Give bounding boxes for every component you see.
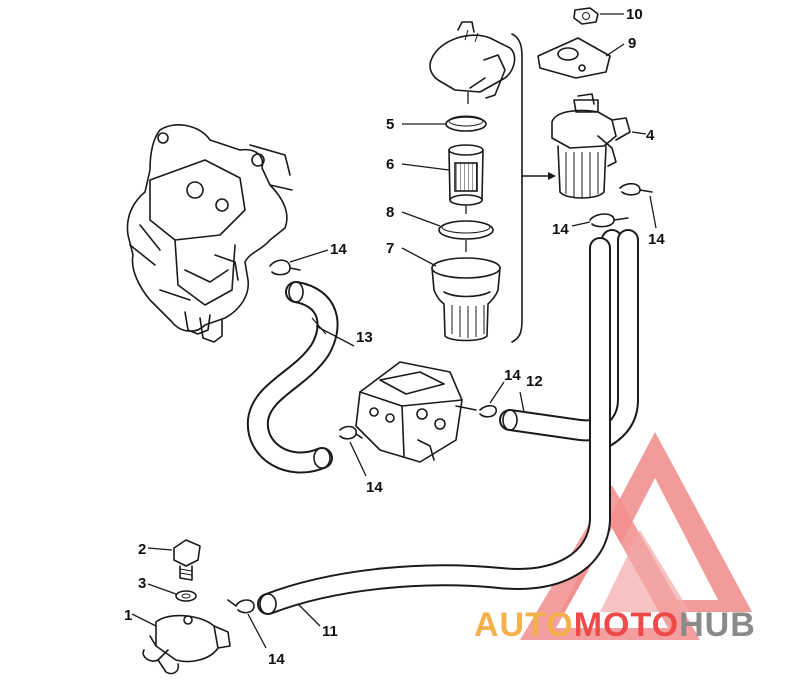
callout-5: 5	[386, 116, 394, 133]
callout-14-filter-right: 14	[648, 231, 665, 248]
watermark-auto: AUTO	[474, 606, 574, 644]
callout-9: 9	[628, 35, 636, 52]
fuel-pump	[339, 361, 525, 477]
callout-14-connector: 14	[268, 651, 285, 668]
callout-7: 7	[386, 240, 394, 257]
callout-12: 12	[526, 373, 543, 390]
callout-4: 4	[646, 127, 655, 144]
callout-2: 2	[138, 541, 146, 558]
callout-11: 11	[322, 623, 338, 640]
callout-14-filter-left: 14	[552, 221, 569, 238]
callout-13: 13	[356, 329, 373, 346]
fuel-connector-assembly	[131, 325, 355, 675]
callout-3: 3	[138, 575, 146, 592]
watermark-text: AUTOMOTOHUB	[474, 606, 756, 644]
callout-10: 10	[626, 6, 643, 23]
svg-text:AUTOMOTOHUB: AUTOMOTOHUB	[474, 606, 756, 644]
callout-14-pump-right: 14	[504, 367, 521, 384]
fuel-filter-exploded	[429, 21, 516, 342]
watermark-hub: HUB	[679, 606, 756, 644]
carburetor-assembly	[126, 124, 293, 343]
exploded-bracket	[511, 33, 556, 343]
callout-14-pump-left: 14	[366, 479, 383, 496]
hose-clamp-upper	[269, 249, 329, 335]
fuel-hoses	[246, 229, 639, 615]
fuel-filter-assembly	[537, 7, 657, 229]
watermark-moto: MOTO	[574, 606, 679, 644]
callout-14-carburetor: 14	[330, 241, 347, 258]
callout-labels: 1 2 3 4 5 6 7 8 9 10 11 12 13 14 14 14 1…	[124, 6, 665, 668]
callout-6: 6	[386, 156, 394, 173]
watermark-logo	[520, 432, 752, 640]
callout-8: 8	[386, 204, 394, 221]
callout-1: 1	[124, 607, 132, 624]
leader-lines	[401, 123, 450, 267]
